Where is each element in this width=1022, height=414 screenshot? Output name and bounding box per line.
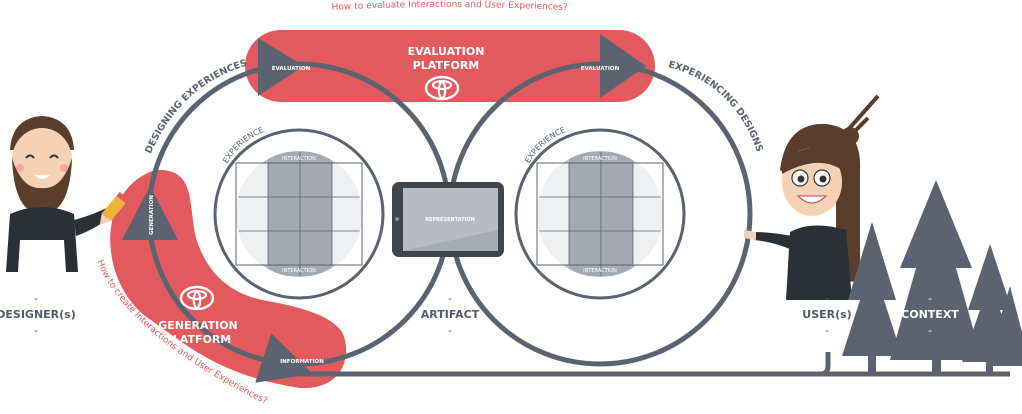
top-question: How to evaluate Interactions and User Ex… — [331, 0, 568, 13]
evaluation-arrow-right — [600, 34, 646, 98]
toyota-logo-evaluation — [424, 75, 460, 101]
designer-character — [6, 116, 114, 272]
generation-platform-title-line2: PLATFORM — [165, 333, 232, 346]
tree-icon — [842, 180, 1022, 374]
right-interaction-top: INTERACTION — [583, 156, 617, 162]
right-experience-label: EXPERIENCE — [523, 125, 567, 164]
evaluation-platform-title-line1: EVALUATION — [408, 45, 485, 58]
artifact-dash-bottom: - — [448, 324, 452, 337]
evaluation-platform-band — [245, 30, 655, 102]
generation-platform-title-line1: GENERATION — [158, 319, 238, 332]
evaluation-arrow-left — [258, 38, 304, 96]
information-flow-line — [300, 352, 831, 377]
user-character — [744, 94, 880, 300]
user-dash-bottom: - — [825, 324, 829, 337]
information-arrow-label: INFORMATION — [280, 359, 324, 365]
evaluation-arrow-right-label: EVALUATION — [581, 66, 620, 72]
designer-dash-bottom: - — [34, 324, 38, 337]
user-dash-top: - — [825, 292, 829, 305]
user-label-group: - USER(s) - — [802, 292, 851, 337]
designer-label-group: - DESIGNER(s) - — [0, 292, 76, 337]
right-experience-circle — [514, 128, 686, 300]
left-experience-circle — [213, 128, 385, 300]
generation-arrow — [122, 186, 178, 240]
artifact-dash-top: - — [448, 292, 452, 305]
context-label: CONTEXT — [901, 308, 959, 321]
designer-label: DESIGNER(s) — [0, 308, 76, 321]
evaluation-platform-title-line2: PLATFORM — [413, 59, 480, 72]
toyota-logo-generation — [179, 285, 215, 311]
artifact-label: ARTIFACT — [421, 308, 480, 321]
information-arrow — [255, 333, 313, 383]
representation-label: REPRESENTATION — [425, 217, 475, 223]
context-label-group: - CONTEXT - — [901, 292, 959, 337]
designer-dash-top: - — [34, 292, 38, 305]
left-interaction-bottom: INTERACTION — [282, 268, 316, 274]
tablet-artifact — [392, 182, 504, 257]
left-experience-label: EXPERIENCE — [221, 125, 265, 164]
user-label: USER(s) — [802, 308, 851, 321]
experiencing-designs-label: EXPERIENCING DESIGNS — [667, 59, 765, 153]
pencil-icon — [99, 191, 129, 225]
left-interaction-top: INTERACTION — [282, 156, 316, 162]
right-interaction-bottom: INTERACTION — [583, 268, 617, 274]
context-dash-top: - — [928, 292, 932, 305]
generation-arrow-label: GENERATION — [149, 195, 155, 235]
artifact-label-group: - ARTIFACT - — [421, 292, 480, 337]
evaluation-arrow-left-label: EVALUATION — [272, 66, 311, 72]
context-dash-bottom: - — [928, 324, 932, 337]
